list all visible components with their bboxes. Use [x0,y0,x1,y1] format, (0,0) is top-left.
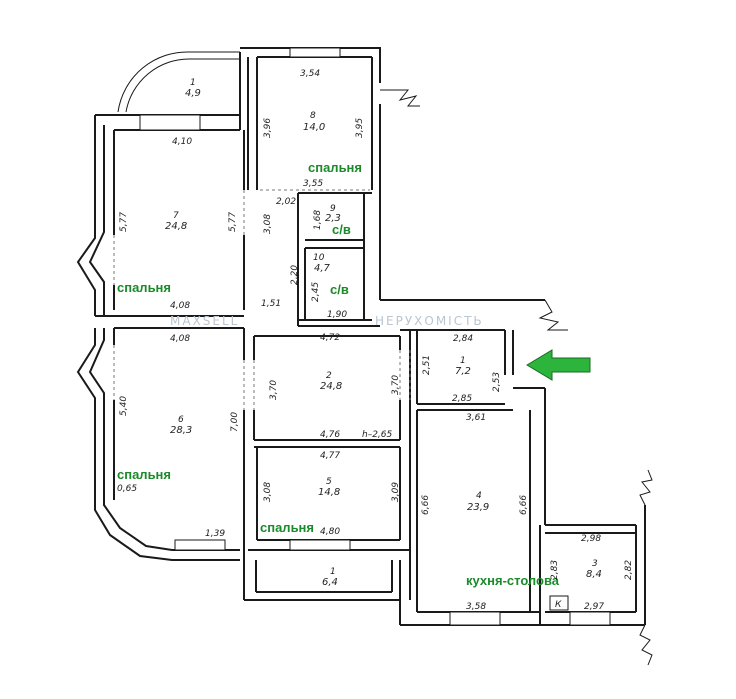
room-bathroom-10: 10 4,7 с/в [313,253,349,297]
dimension-label: 2,85 [452,394,472,404]
room-number: 10 [313,253,325,263]
dimension-label: 3,55 [303,179,323,189]
dimension-label: 3,08 [263,482,273,502]
dimension-label: 4,72 [320,333,340,343]
dimension-label: 1,68 [313,210,323,230]
room-area: 28,3 [170,425,192,436]
dimensions: 3,54 3,96 3,95 3,55 4,10 5,77 5,77 4,08 … [117,69,634,612]
dimension-label: 5,40 [119,396,129,416]
room-number: 1 [460,356,466,366]
room-bedroom-6: 6 28,3 спальня [117,415,192,482]
room-area: 23,9 [467,502,489,513]
dimension-label: 3,95 [355,118,365,138]
room-label: спальня [308,160,362,175]
dimension-label: 6,66 [421,495,431,515]
dimension-label: 4,10 [172,137,192,147]
room-hall-1: 1 7,2 [455,356,471,377]
dimension-label: 2,98 [581,534,601,544]
room-label: спальня [260,520,314,535]
dimension-label: 5,77 [119,212,129,232]
dimension-label: 4,80 [320,527,340,537]
dimension-label: 2,45 [311,282,321,302]
room-number: 3 [592,559,598,569]
dimension-label: 1,51 [261,299,281,309]
room-number: 6 [178,415,184,425]
room-bedroom-5: 5 14,8 спальня [260,477,340,535]
room-bedroom-8: 8 14,0 спальня [303,111,362,175]
room-label: спальня [117,467,171,482]
dimension-label: 2,97 [584,602,604,612]
dimension-label: 3,54 [300,69,320,79]
room-area: 7,2 [455,366,471,377]
room-bedroom-7: 7 24,8 спальня [117,211,187,295]
room-area: 4,9 [185,88,201,99]
dimension-label: 3,70 [269,380,279,400]
dimension-label: 4,77 [320,451,340,461]
room-number: 9 [330,204,336,214]
dimension-label: 3,09 [391,482,401,502]
room-number: 7 [173,211,179,221]
dimension-label: 3,96 [263,118,273,138]
passages [113,189,411,410]
room-label: спальня [117,280,171,295]
dimension-label: 4,76 [320,430,340,440]
dimension-label: 5,77 [228,212,238,232]
dimension-label: 4,08 [170,301,190,311]
room-label: с/в [330,282,349,297]
room-label: кухня-столова [466,573,560,588]
room-area: 24,8 [320,381,342,392]
dimension-label: 4,08 [170,334,190,344]
room-number: 5 [326,477,332,487]
dimension-label: 2,02 [276,197,296,207]
room-number: 1 [330,567,336,577]
room-area: 24,8 [165,221,187,232]
room-kitchen-4: 4 23,9 кухня-столова [466,491,560,588]
dimension-label: 3,61 [466,413,486,423]
room-area: 14,0 [303,122,325,133]
watermark-left: MAXSELL [170,314,239,328]
room-loggia: 1 4,9 [185,78,201,99]
dimension-label: 2,53 [492,372,502,392]
room-3: 3 8,4 [586,559,602,580]
dimension-label: 3,70 [391,375,401,395]
windows [139,47,611,626]
room-area: 2,3 [325,213,341,224]
k-marker-label: К [555,600,562,610]
room-area: 4,7 [314,263,331,274]
entrance-arrow-icon [526,349,591,381]
dimension-label: 1,39 [205,529,225,539]
dimension-label: 2,84 [453,334,473,344]
room-area: 14,8 [318,487,340,498]
dimension-label: 2,51 [422,355,432,375]
dimension-label: 0,65 [117,484,137,494]
k-marker-box [549,595,569,611]
room-number: 1 [190,78,196,88]
dimension-label: 2,20 [290,265,300,285]
room-label: с/в [332,222,351,237]
room-area: 6,4 [322,577,338,588]
room-area: 8,4 [586,569,602,580]
room-living-2: 2 24,8 [320,371,342,392]
dimension-label: 6,66 [519,495,529,515]
dimension-label: 2,83 [550,560,560,580]
room-number: 2 [326,371,332,381]
dimension-label: 3,58 [466,602,486,612]
room-number: 4 [476,491,482,501]
room-balcony: 1 6,4 [322,567,338,588]
watermark-right: НЕРУХОМІСТЬ [375,314,484,328]
room-bathroom-9: 9 2,3 с/в [325,204,351,237]
room-number: 8 [310,111,316,121]
dimension-label: 7,00 [230,412,240,432]
dimension-label: 2,82 [624,560,634,580]
walls [76,47,653,666]
dimension-label: 3,08 [263,214,273,234]
dimension-label: h–2,65 [362,430,393,440]
dimension-label: 1,90 [327,310,347,320]
